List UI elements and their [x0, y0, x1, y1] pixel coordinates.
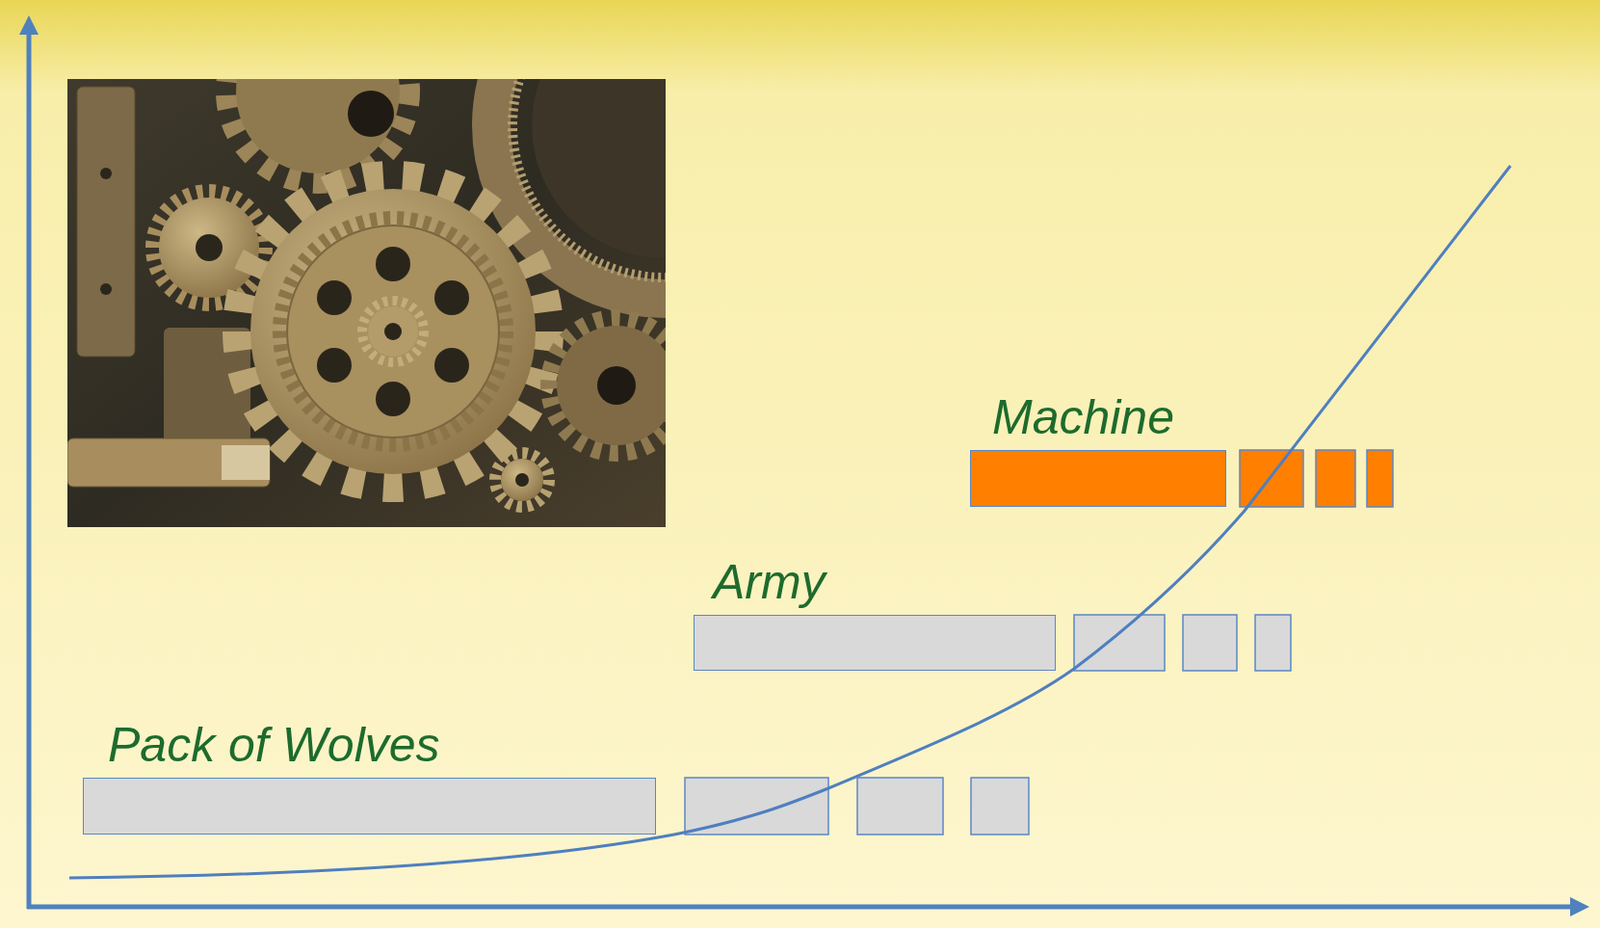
- gear: [500, 458, 544, 501]
- bar: [1182, 614, 1237, 671]
- ring-teeth: [512, 78, 666, 278]
- machine-bar: Machine: [970, 449, 1227, 507]
- hole: [316, 347, 352, 383]
- x-axis: [26, 904, 1580, 910]
- bar: [970, 777, 1029, 835]
- stage-label: Pack of Wolves: [107, 717, 441, 774]
- hole: [515, 472, 529, 487]
- star-teeth: [238, 177, 548, 486]
- bar: [1239, 449, 1304, 507]
- gears-illustration: [67, 78, 666, 527]
- army-bar: Army: [693, 614, 1056, 671]
- ring-inner: [531, 78, 666, 259]
- bar-fill: [82, 777, 656, 835]
- gear: [236, 78, 400, 174]
- hole: [195, 234, 223, 262]
- bar: [1315, 449, 1356, 507]
- gear: [556, 325, 666, 446]
- hole: [316, 280, 352, 315]
- hole: [434, 347, 470, 383]
- hole: [100, 167, 112, 180]
- gear-teeth: [279, 217, 507, 446]
- hole: [347, 90, 394, 137]
- bar: [1255, 614, 1291, 671]
- bars: [82, 449, 1393, 835]
- hole: [100, 283, 112, 295]
- main-gear: [250, 188, 536, 474]
- bar-fill: [970, 449, 1227, 507]
- bar: [1366, 449, 1393, 507]
- y-axis: [26, 25, 32, 909]
- stage-label: Machine: [992, 390, 1175, 446]
- gear-teeth: [153, 191, 265, 304]
- gear-teeth: [495, 452, 550, 507]
- bar-fill: [693, 614, 1056, 671]
- hub: [367, 306, 419, 357]
- hub-teeth: [362, 300, 424, 363]
- growth-curve: [69, 165, 1511, 878]
- hole: [384, 322, 402, 341]
- inner-gear: [287, 225, 499, 438]
- gear-teeth: [549, 317, 666, 453]
- shaft: [67, 438, 270, 487]
- gear: [158, 197, 260, 298]
- bar: [684, 777, 829, 835]
- shaft-end: [221, 445, 270, 480]
- hole: [597, 366, 636, 405]
- bar: [1074, 614, 1165, 671]
- stage-label: Army: [712, 554, 826, 611]
- bar: [857, 777, 944, 835]
- hole: [375, 381, 411, 417]
- hole: [434, 280, 470, 315]
- hole: [375, 246, 411, 282]
- wolves-bar: Pack of Wolves: [82, 777, 656, 835]
- metal-plate: [77, 86, 135, 357]
